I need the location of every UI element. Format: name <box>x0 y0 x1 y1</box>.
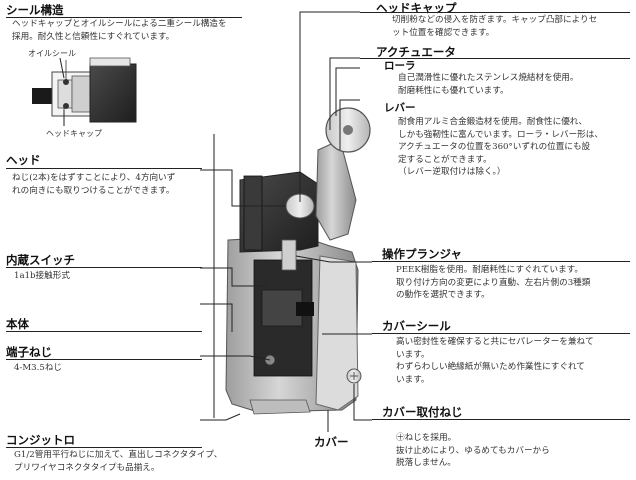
roller-title: ローラ <box>384 60 416 72</box>
leader-lines <box>59 11 372 432</box>
cover-screw-desc: ㊉ねじを採用。抜け止めにより、ゆるめてもカバーから脱落しません。 <box>396 433 550 469</box>
lever-desc: 耐食用アルミ合金鍛造材を使用。耐食性に優れ、しかも強靭性に富んでいます。ローラ・… <box>398 117 603 178</box>
head-rule <box>6 168 202 169</box>
terminal-screw-rule <box>6 359 202 360</box>
cover-seal-title: カバーシール <box>382 319 451 333</box>
seal-structure-desc: ヘッドキャップとオイルシールによる二重シール構造を採用。耐久性と信頼性にすぐれて… <box>12 19 227 42</box>
roller-desc: 自己潤滑性に優れたステンレス焼結材を使用。耐磨耗性にも優れています。 <box>398 73 579 96</box>
oil-seal-label: オイルシール <box>28 49 76 58</box>
built-in-switch-rule <box>6 267 202 268</box>
plunger-rule <box>372 261 630 262</box>
body-rule <box>6 331 202 332</box>
bottom-marker: G <box>234 230 239 238</box>
cover-screw-rule <box>372 419 630 420</box>
conduit-rule <box>6 447 202 448</box>
built-in-switch-title: 内蔵スイッチ <box>6 253 75 267</box>
seal-structure-rule <box>6 17 242 18</box>
head-cap-desc: 切削粉などの侵入を防ぎます。キャップ凸部によりセット位置を確認できます。 <box>392 15 598 38</box>
head-title: ヘッド <box>6 153 41 167</box>
cover-seal-desc: 高い密封性を確保すると共にセパレーターを兼ねています。 わずらわしい絶縁紙が無い… <box>396 337 594 385</box>
switch-body-drawing <box>225 107 371 415</box>
seal-inset-drawing <box>32 57 137 124</box>
actuator-rule <box>360 58 630 59</box>
conduit-title: コンジットロ <box>6 433 75 447</box>
head-cap-rule <box>360 12 630 13</box>
inset-head-cap-label: ヘッドキャップ <box>46 129 102 138</box>
actuator-title: アクチュエータ <box>376 45 456 59</box>
conduit-desc: G1/2管用平行ねじに加えて、直出しコネクタタイプ、プリワイヤコネクタタイプも品… <box>14 450 223 473</box>
body-title: 本体 <box>6 317 29 331</box>
head-desc: ねじ(2本)をはずすことにより、4方向いずれの向きにも取りつけることができます。 <box>12 173 176 196</box>
cover-screw-title: カバー取付ねじ <box>382 405 463 419</box>
terminal-screw-title: 端子ねじ <box>6 345 52 359</box>
lever-title: レバー <box>384 102 416 114</box>
plunger-title: 操作プランジャ <box>382 247 462 261</box>
terminal-screw-desc: 4-M3.5ねじ <box>14 363 63 373</box>
built-in-switch-desc: 1a1b接触形式 <box>14 271 70 281</box>
seal-structure-title: シール構造 <box>6 3 64 17</box>
head-cap-title: ヘッドキャップ <box>376 1 457 15</box>
cover-seal-rule <box>372 333 630 334</box>
cover-label: カバー <box>314 435 349 449</box>
plunger-desc: PEEK樹脂を使用。耐磨耗性にすぐれています。取り付け方向の変更により直動、左右… <box>396 265 591 301</box>
